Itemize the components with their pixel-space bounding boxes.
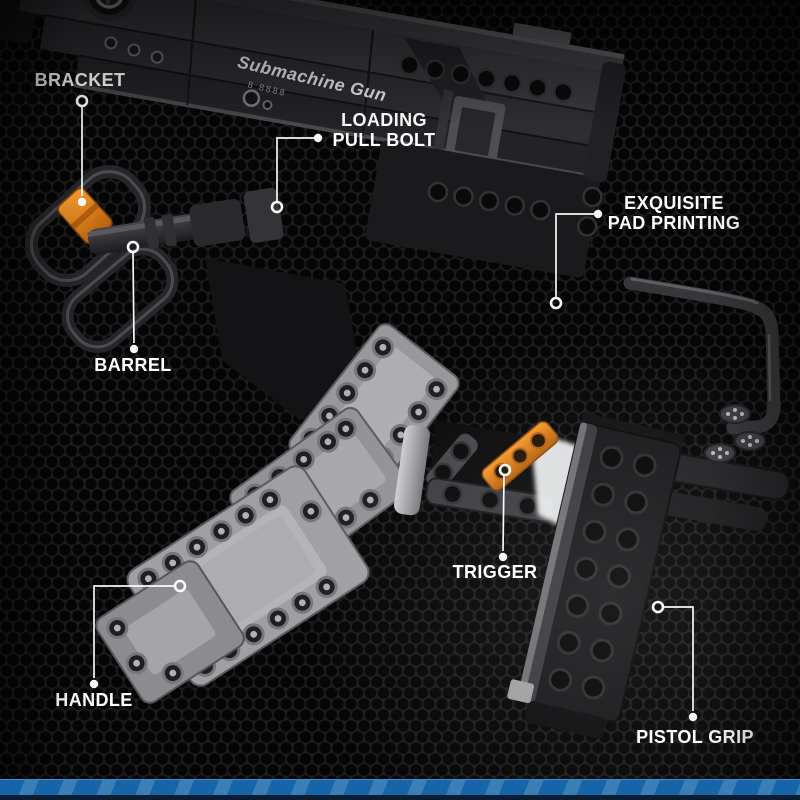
stock-loops <box>25 165 179 353</box>
label-line: PULL BOLT <box>332 130 436 150</box>
label-trigger: TRIGGER <box>452 562 538 582</box>
label-barrel: BARREL <box>94 355 172 375</box>
label-line: LOADING <box>341 110 427 130</box>
label-pistol-grip: PISTOL GRIP <box>636 727 754 747</box>
label-bracket: BRACKET <box>34 70 126 90</box>
trigger-assembly <box>394 420 585 532</box>
label-line: EXQUISITE <box>624 193 724 213</box>
label-line: PAD PRINTING <box>607 213 741 233</box>
label-handle: HANDLE <box>55 690 133 710</box>
bottom-stripe-footer <box>0 795 800 800</box>
rear-sling-bar <box>623 276 781 435</box>
